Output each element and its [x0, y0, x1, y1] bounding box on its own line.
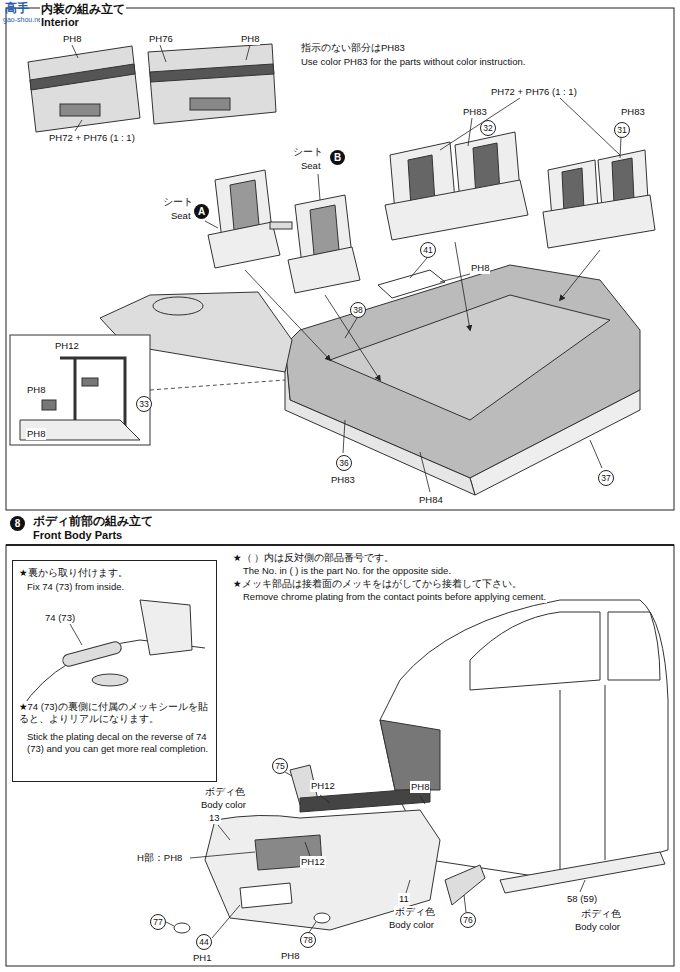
part-label: Seat	[170, 210, 192, 222]
part-label: PH72 + PH76 (1 : 1)	[490, 86, 578, 98]
part-label: 74 (73)	[44, 612, 76, 624]
callout-number: 77	[150, 914, 166, 930]
part-label: PH72 + PH76 (1 : 1)	[48, 132, 136, 144]
part-label: PH76	[148, 33, 174, 45]
note-text: Stick the plating decal on the reverse o…	[27, 731, 209, 755]
callout-number: 78	[300, 932, 316, 948]
part-label: PH83	[620, 106, 646, 118]
callout-number: 32	[480, 120, 496, 136]
note-text: Fix 74 (73) from inside.	[27, 581, 207, 593]
watermark: 高手	[4, 2, 30, 14]
part-label: PH12	[54, 340, 80, 352]
part-label: ボディ色	[204, 786, 246, 798]
part-label: シート	[162, 196, 194, 208]
marker-letter: 8	[10, 516, 25, 531]
part-label: ★（ ）内は反対側の部品番号です。	[232, 552, 395, 564]
section-heading: ボディ前部の組み立て	[32, 514, 154, 528]
part-label: PH8	[410, 781, 430, 793]
watermark: gao-shou.net	[2, 16, 45, 24]
part-label: PH12	[300, 856, 326, 868]
part-label: PH8	[62, 33, 82, 45]
part-label: PH8	[280, 950, 300, 962]
part-label: 58 (59)	[566, 893, 598, 905]
callout-number: 33	[136, 396, 152, 412]
note-panel: ★裏から取り付けます。 Fix 74 (73) from inside. ★74 (…	[12, 560, 217, 782]
section-heading: 内装の組み立て	[40, 2, 126, 16]
part-label: Use color PH83 for the parts without col…	[300, 56, 526, 68]
part-label: PH12	[310, 780, 336, 792]
part-label: Remove chrome plating from the contact p…	[242, 591, 547, 603]
callout-number: 76	[460, 912, 476, 928]
part-label: PH8	[470, 262, 490, 274]
callout-number: 31	[614, 122, 630, 138]
part-label: Seat	[300, 160, 322, 172]
callout-number: 38	[350, 302, 366, 318]
callout-number: 75	[272, 758, 288, 774]
part-label: ★メッキ部品は接着面のメッキをはがしてから接着して下さい。	[232, 578, 523, 590]
part-label: The No. in ( ) is the part No. for the o…	[242, 565, 452, 577]
section-heading: Front Body Parts	[32, 529, 123, 542]
part-label: 13	[208, 812, 221, 824]
part-label: H部：PH8	[136, 852, 183, 864]
section-heading: Interior	[40, 16, 80, 29]
part-label: PH1	[192, 952, 212, 964]
callout-number: 41	[420, 242, 436, 258]
part-label: ボディ色	[580, 908, 622, 920]
part-label: 指示のない部分はPH83	[300, 42, 406, 54]
part-label: Body color	[388, 919, 435, 931]
part-label: PH83	[462, 106, 488, 118]
part-label: 11	[398, 893, 410, 905]
part-label: Body color	[200, 799, 247, 811]
callout-number: 44	[196, 934, 212, 950]
callout-number: 36	[336, 455, 352, 471]
marker-letter: B	[330, 150, 345, 165]
marker-letter: A	[194, 204, 209, 219]
part-label: ボディ色	[394, 906, 436, 918]
part-label: PH84	[418, 494, 444, 506]
part-label: Body color	[574, 921, 621, 933]
note-text: ★裏から取り付けます。	[19, 567, 209, 579]
callout-number: 37	[598, 470, 614, 486]
part-label: PH83	[330, 474, 356, 486]
part-label: シート	[292, 146, 324, 158]
part-label: PH8	[240, 33, 260, 45]
part-label: PH8	[26, 384, 46, 396]
note-text: ★74 (73)の裏側に付属のメッキシールを貼ると、よりリアルになります。	[19, 701, 211, 725]
part-label: PH8	[26, 428, 46, 440]
